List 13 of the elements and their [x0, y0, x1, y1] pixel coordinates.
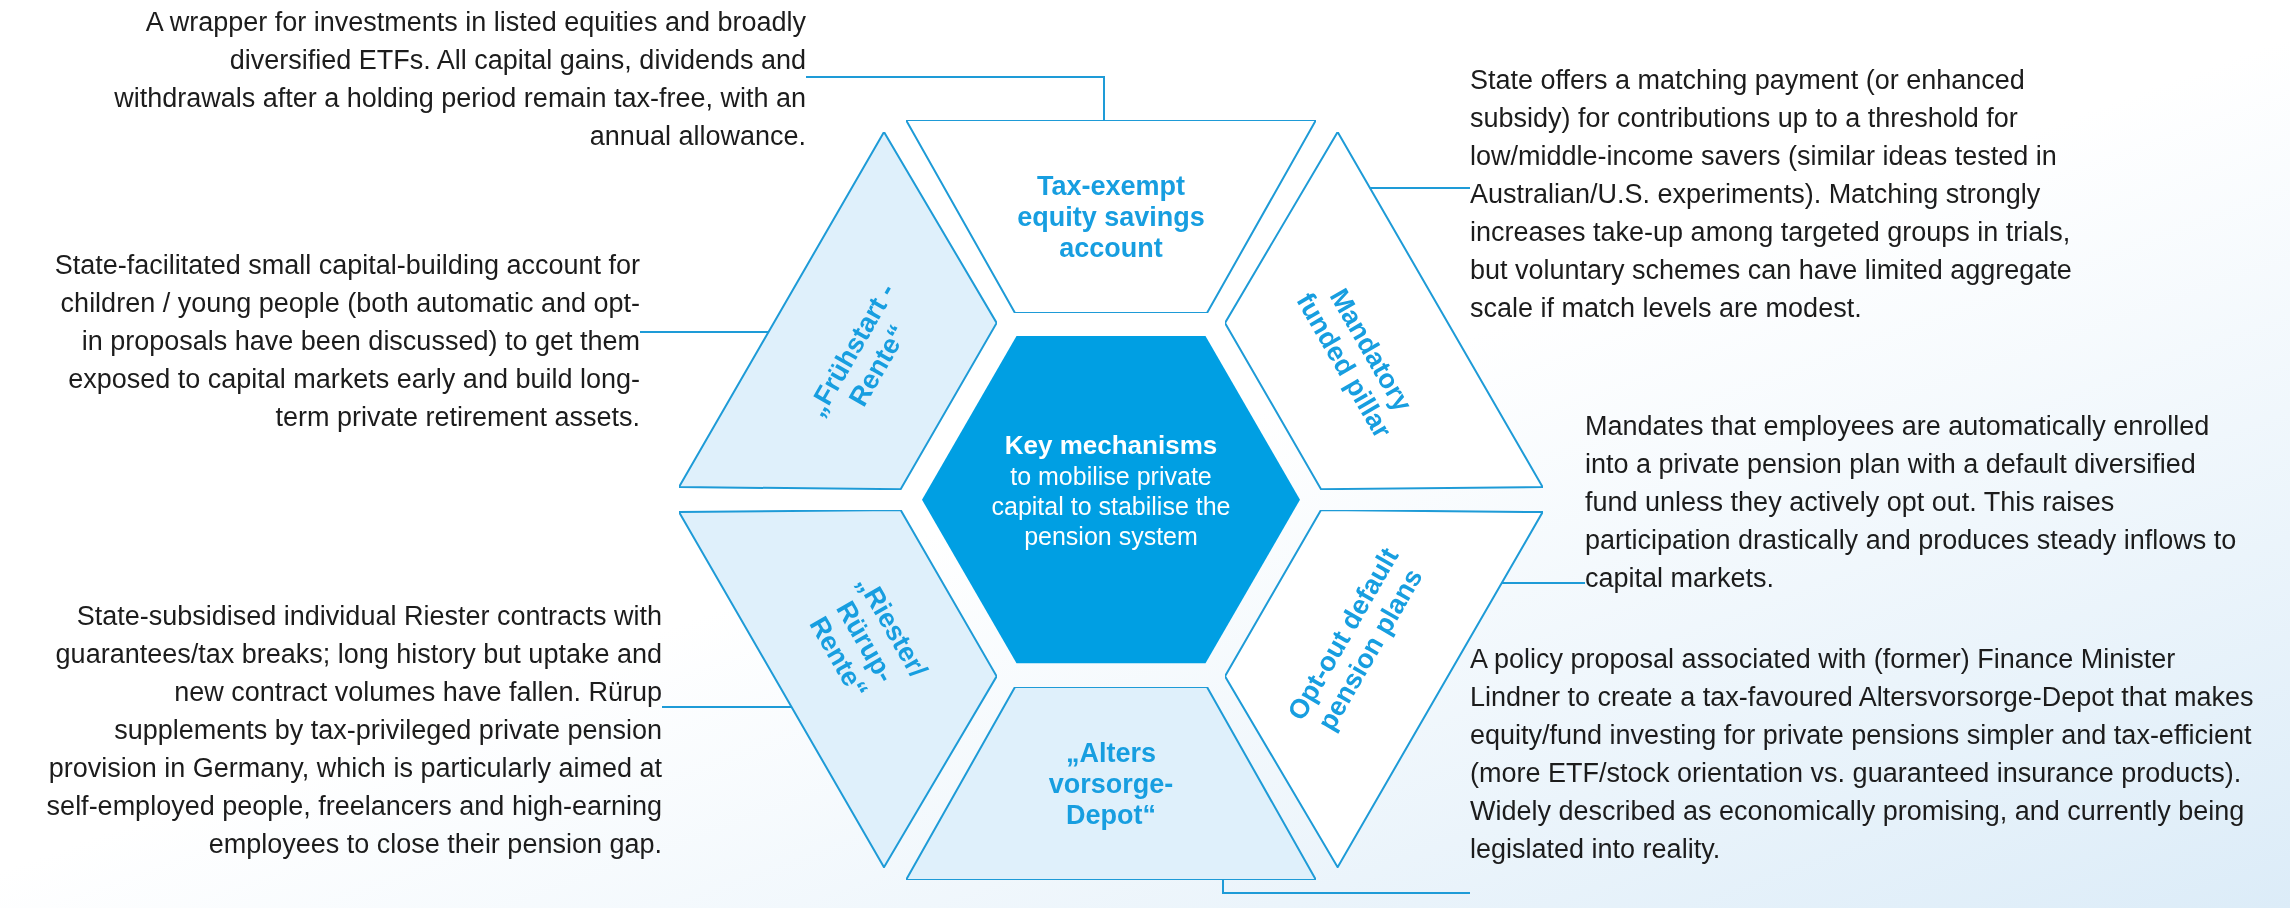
description-text: State-subsidised individual Riester contracts with guarantees/tax breaks; long history but uptake and new contract volumes have fallen. Rürup supplements by tax-privileged private pension provision in Germany, which is particularly aimed at self-employed people, freelancers and high-earning employees to close their pension gap.: [22, 597, 662, 863]
segment-label: Tax-exempt equity savings account: [1016, 170, 1206, 263]
description-text: State offers a matching payment (or enhanced subsidy) for contributions up to a threshold for low/middle-income savers (similar ideas tested in Australian/U.S. experiments). Matching strongly increases take-up among targeted groups in trials, but voluntary schemes can have limited aggregate scale if match levels are modest.: [1470, 61, 2110, 327]
leader-line: [1222, 879, 1471, 894]
hexagon-heading: Key mechanisms: [1003, 429, 1219, 461]
hexagon-text: to mobilise private capital to stabilise the pension system: [990, 460, 1232, 551]
description-text: A wrapper for investments in listed equities and broadly diversified ETFs. All capital gains, dividends and withdrawals after a holding period remain tax-free, with an annual allowance.: [86, 3, 806, 155]
leader-line: [805, 76, 1105, 121]
segment-label: „Alters vorsorge-Depot“: [1047, 737, 1175, 830]
description-text: Mandates that employees are automatically enrolled into a private pension plan with a default diversified fund unless they actively opt out. This raises participation drastically and produces steady inflows to capital markets.: [1585, 407, 2245, 597]
description-text: A policy proposal associated with (former) Finance Minister Lindner to create a tax-favoured Altersvorsorge-Depot that makes equity/fund investing for private pensions simpler and tax-efficient (more ETF/stock orientation vs. guaranteed insurance products). Widely described as economically promising, and currently being legislated into reality.: [1470, 640, 2270, 868]
description-text: State-facilitated small capital-building account for children / young people (both automatic and opt-in proposals have been discussed) to get them exposed to capital markets early and build long-term private retirement assets.: [40, 246, 640, 436]
leader-line: [1368, 187, 1471, 189]
